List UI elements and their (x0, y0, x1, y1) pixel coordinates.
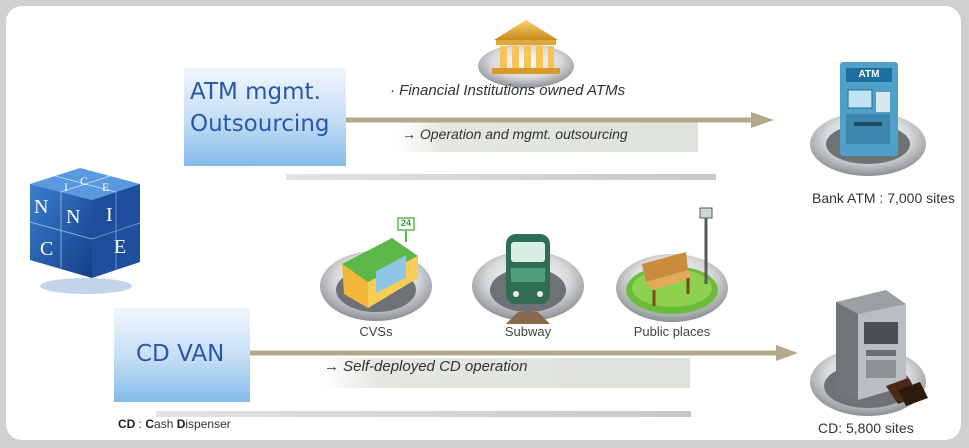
cvs-store-icon (320, 217, 432, 321)
cube-letter-e2: E (114, 236, 127, 258)
cd-box-shape (114, 308, 250, 402)
cd-note-sep: : (135, 417, 146, 431)
atm-arrow-bottom-text: → Operation and mgmt. outsourcing (402, 126, 628, 142)
cd-arrow-head (776, 345, 798, 361)
connector-layer (29, 20, 928, 417)
venue-label-subway: Subway (504, 324, 552, 339)
cube-letter-i2: I (106, 204, 113, 226)
bank-atm-icon (810, 62, 926, 176)
atm-box-label-line2: Outsourcing (190, 111, 330, 137)
atm-arrow-band (394, 120, 698, 152)
cube-letter-i1: I (64, 180, 68, 194)
cube-letter-e1: E (102, 180, 110, 194)
atm-arrow-head (751, 112, 774, 128)
cd-machine-label: CD: 5,800 sites (818, 420, 914, 436)
cd-shelf (156, 411, 691, 417)
atm-shelf (286, 174, 716, 180)
atm-box-shape (184, 68, 346, 166)
bank-building-icon (478, 20, 574, 88)
cube-letter-n2: N (66, 206, 81, 228)
cd-note-w2-rest: ispenser (185, 417, 231, 431)
bank-atm-screen-label: ATM (858, 69, 880, 80)
cd-arrow-text: → Self-deployed CD operation (324, 358, 528, 375)
park-bench-icon (616, 207, 728, 322)
cd-arrow-band (318, 358, 690, 388)
cd-abbreviation-note: CD : Cash Dispenser (118, 417, 231, 431)
cvs-sign-text: 24 (400, 218, 411, 228)
cd-note-w1-initial: C (145, 417, 155, 431)
cd-note-w1-rest: ash (154, 417, 177, 431)
cd-machine-icon (810, 290, 928, 416)
bank-atm-label: Bank ATM : 7,000 sites (812, 190, 955, 206)
diagram-frame: ATM mgmt. Outsourcing · Financial Instit… (6, 6, 961, 440)
cube-letter-c2: C (40, 238, 54, 260)
venue-label-public: Public places (633, 324, 711, 339)
cube-letter-n1: N (34, 196, 49, 218)
cd-note-abbr: CD (118, 417, 136, 431)
atm-box-label-line1: ATM mgmt. (190, 79, 321, 105)
subway-train-icon (472, 234, 584, 324)
cube-letter-c1: C (80, 174, 89, 188)
atm-arrow-top-text: · Financial Institutions owned ATMs (390, 82, 626, 99)
cd-note-w2-initial: D (176, 417, 186, 431)
cd-box-label: CD VAN (136, 341, 225, 367)
venue-label-cvs: CVSs (359, 324, 393, 339)
nice-cube-logo (29, 168, 141, 294)
